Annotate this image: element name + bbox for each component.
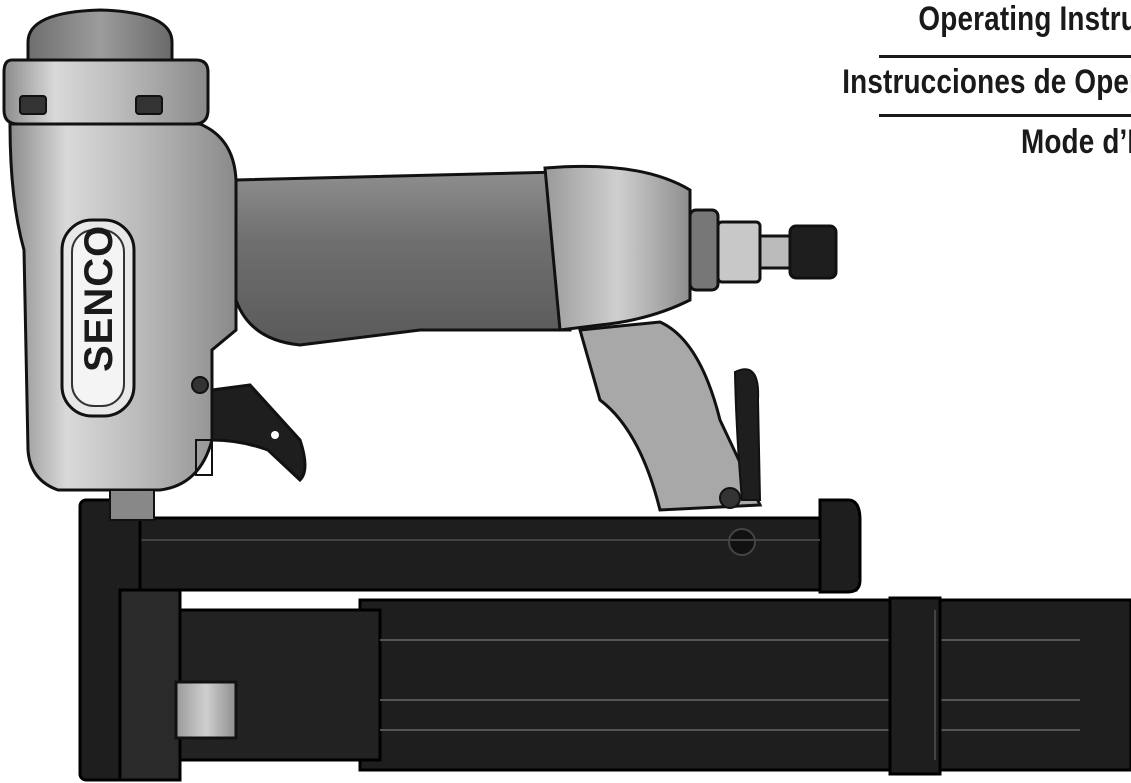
magazine-rail (94, 498, 862, 594)
head-housing: SENCO (8, 122, 238, 492)
title-divider-1 (879, 55, 1131, 58)
nose-assembly (78, 489, 182, 782)
title-french: Mode d’Em (1020, 123, 1131, 161)
title-english: Operating Instructi (918, 0, 1131, 38)
title-spanish: Instrucciones de Operac (841, 63, 1131, 101)
handle-brace (578, 320, 763, 512)
cover-titles: Operating Instructi Instrucciones de Ope… (0, 0, 1131, 200)
title-divider-2 (879, 114, 1131, 117)
magazine (174, 596, 1131, 776)
top-cap (2, 8, 210, 126)
trigger (191, 376, 307, 483)
handle (234, 164, 838, 347)
brand-logo: SENCO (77, 225, 121, 372)
